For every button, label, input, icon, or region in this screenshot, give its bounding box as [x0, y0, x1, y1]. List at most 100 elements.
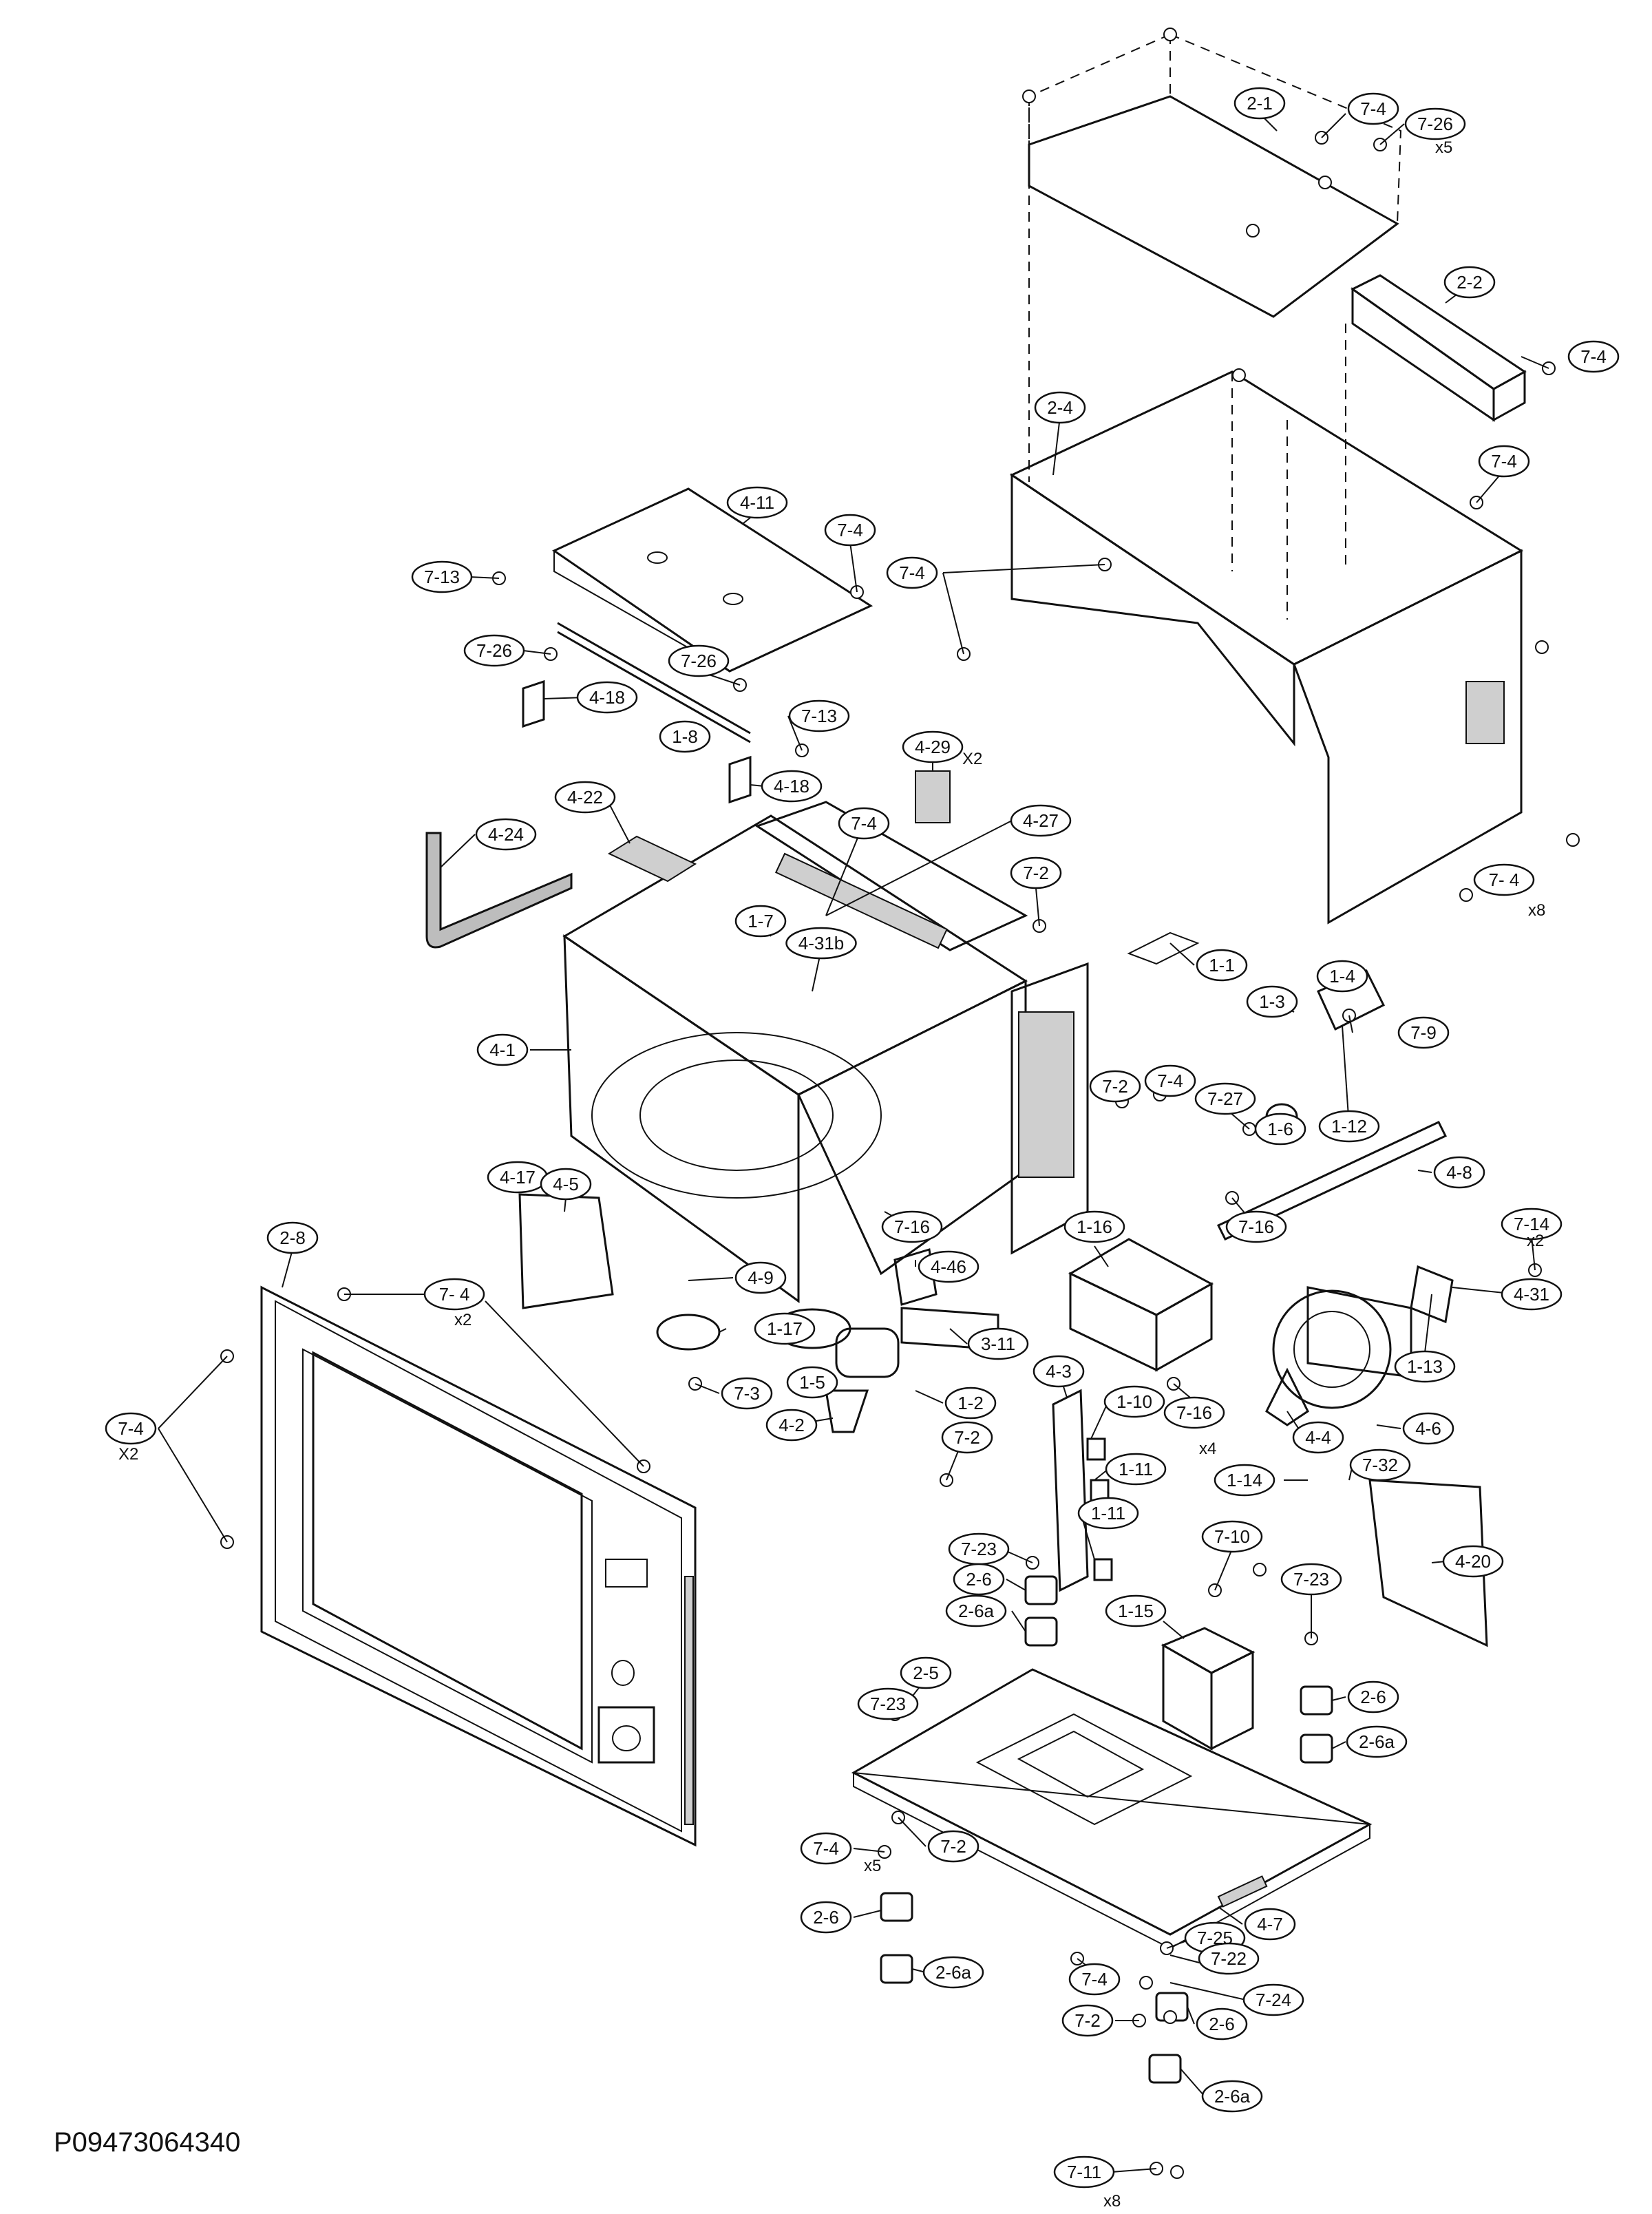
callout-label: 4-9: [748, 1267, 774, 1288]
callout-7-16: 7-16: [1225, 1210, 1287, 1243]
callout-label: 7-26: [1417, 114, 1453, 134]
callout-bubble: [1233, 87, 1286, 120]
callout-label: 7-4: [1580, 346, 1607, 367]
callout-bubble: [785, 927, 857, 960]
callout-bubble: [668, 644, 730, 677]
callout-bubble: [1105, 1453, 1167, 1486]
callout-bubble: [1010, 804, 1072, 837]
callout-2-6: 2-6: [1196, 2007, 1248, 2041]
callout-bubble: [953, 1563, 1005, 1596]
callout-bubble: [1103, 1385, 1165, 1418]
callout-2-4: 2-4: [1034, 391, 1086, 424]
callout-bubble: [476, 1033, 529, 1066]
callout-7-4: 7-4: [1144, 1064, 1196, 1097]
callout-bubble: [927, 1830, 979, 1863]
callout-label: 1-8: [672, 726, 698, 747]
callout-label: 7-4: [813, 1838, 839, 1859]
callout-label: 4-20: [1455, 1551, 1491, 1572]
callout-4-27: 4-27: [1010, 804, 1072, 837]
callout-2-1: 2-1: [1233, 87, 1286, 120]
callout-bubble: [734, 1261, 787, 1294]
callout-bubble: [475, 818, 537, 851]
callout-7-2: 7-2: [927, 1830, 979, 1863]
callout-label: 1-5: [799, 1372, 825, 1393]
callout-7-3: 7-3: [721, 1377, 773, 1410]
callout-bubble: [1061, 2004, 1114, 2037]
callout-bubble: [1194, 1082, 1256, 1115]
callout-bubble: [1089, 1070, 1141, 1103]
callout-bubble: [1501, 1278, 1563, 1311]
callout-label: 1-11: [1119, 1459, 1153, 1479]
callout-1-17: 1-17: [754, 1312, 816, 1345]
callout-label: 7-32: [1362, 1455, 1398, 1475]
callout-label: 3-11: [981, 1333, 1015, 1354]
callout-7-16: 7-16: [881, 1210, 943, 1243]
callout-1-15: 1-15: [1105, 1594, 1167, 1627]
callout-label: 1-1: [1209, 955, 1235, 976]
callout-label: 7-2: [1102, 1076, 1128, 1097]
callout-bubble: [721, 1377, 773, 1410]
callout-label: 1-12: [1331, 1116, 1367, 1137]
callout-label: 2-6: [813, 1907, 839, 1928]
callout-bubble: [105, 1412, 157, 1445]
callout-label: 7-2: [1074, 2010, 1101, 2031]
callout-7-23: 7-23: [857, 1687, 919, 1720]
callout-label: 7-13: [424, 567, 460, 587]
callout-label: 7-23: [961, 1539, 997, 1559]
callout-label: 4-18: [589, 687, 625, 708]
callout-bubble: [1077, 1497, 1139, 1530]
callout-1-14: 1-14: [1214, 1464, 1275, 1497]
callout-bubble: [1214, 1464, 1275, 1497]
callout-label: 7-4: [1491, 451, 1517, 472]
callout-bubble: [1402, 1412, 1454, 1445]
callout-label: 2-6: [1209, 2014, 1235, 2034]
callout-bubble: [1318, 1110, 1380, 1143]
callout-4-18: 4-18: [761, 770, 823, 803]
callout-bubble: [941, 1421, 993, 1454]
mica-sheet-part: [607, 770, 951, 883]
callout-bubble: [922, 1956, 984, 1989]
callout-bubble: [1349, 1448, 1411, 1482]
leader-lines: [158, 113, 1549, 2173]
callout-label: 4-29: [915, 737, 951, 757]
callout-label: 7-16: [1176, 1402, 1212, 1423]
callout-bubble: [900, 1656, 952, 1689]
callout-7-23: 7-23: [1280, 1563, 1342, 1596]
callout-1-3: 1-3: [1246, 985, 1298, 1018]
callout-1-8: 1-8: [659, 720, 711, 753]
callout-7-26: 7-26: [1404, 107, 1466, 140]
callout-bubble: [1196, 949, 1248, 982]
callout-7-11: 7-11: [1053, 2155, 1115, 2189]
switch-bracket-part: [1052, 1389, 1113, 1592]
callout-label: 2-6: [966, 1569, 992, 1590]
callout-2-6: 2-6: [953, 1563, 1005, 1596]
callout-bubble: [1034, 391, 1086, 424]
gasket-part: [425, 832, 573, 949]
callout-7-2: 7-2: [941, 1421, 993, 1454]
callout-1-1: 1-1: [1196, 949, 1248, 982]
callout-label: 7-11: [1067, 2162, 1101, 2182]
callout-bubble: [1443, 266, 1496, 299]
callout-1-10: 1-10: [1103, 1385, 1165, 1418]
callout-bubble: [1246, 985, 1298, 1018]
callout-bubble: [786, 1366, 838, 1399]
callout-7-10: 7-10: [1201, 1520, 1263, 1553]
misc-brackets-parts: [517, 679, 1448, 1309]
callout-bubble: [824, 514, 876, 547]
callout-7-24: 7-24: [1242, 1983, 1304, 2016]
callout-label: 4-8: [1446, 1162, 1472, 1183]
callout-4-29: 4-29: [902, 730, 964, 763]
callout-4-46: 4-46: [918, 1250, 979, 1283]
callout-bubble: [463, 634, 525, 667]
callout-label: 7-22: [1211, 1948, 1247, 1969]
callout-7-13: 7-13: [411, 560, 473, 593]
callout-bubble: [1567, 340, 1620, 373]
callout-bubble: [540, 1168, 592, 1201]
callout-1-5: 1-5: [786, 1366, 838, 1399]
callout-4-31b: 4-31b: [785, 927, 857, 960]
callout-bubble: [1242, 1983, 1304, 2016]
callout-bubble: [1280, 1563, 1342, 1596]
callout-bubble: [1347, 92, 1399, 125]
callout-1-12: 1-12: [1318, 1110, 1380, 1143]
